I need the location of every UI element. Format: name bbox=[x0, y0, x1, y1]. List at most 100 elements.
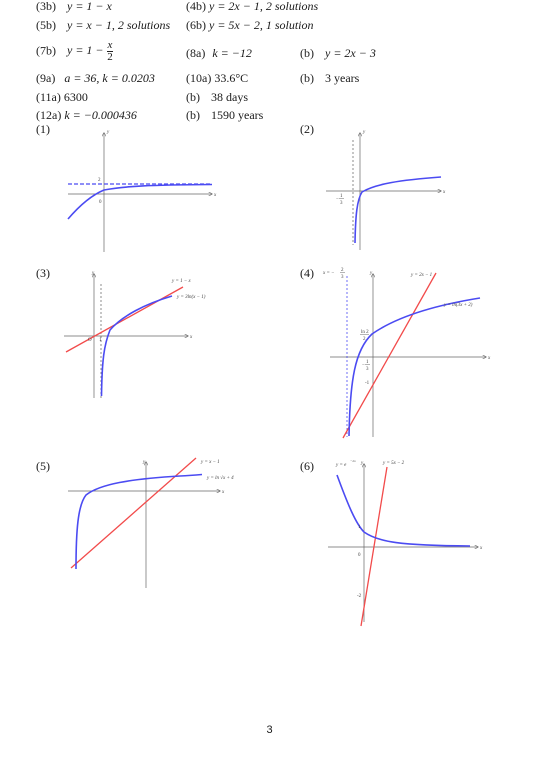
answer-number: (6b) bbox=[186, 18, 206, 32]
answer-12b: (b) 1590 years bbox=[186, 108, 263, 122]
origin-label: 0 bbox=[99, 200, 102, 205]
answer-number: (3b) bbox=[36, 0, 56, 13]
tick-label-1: 1 bbox=[99, 338, 102, 343]
line bbox=[342, 272, 437, 439]
y-axis-label: y bbox=[360, 461, 364, 466]
answer-4b: (4b) y = 2x − 1, 2 solutions bbox=[186, 0, 318, 13]
y-axis-label: y bbox=[106, 130, 110, 135]
answer-12a: (12a) k = −0.000436 bbox=[36, 108, 137, 122]
answer-number: (b) bbox=[300, 46, 314, 60]
answer-text: y = 2x − 1, 2 solutions bbox=[209, 0, 319, 13]
curve bbox=[67, 183, 213, 220]
y-axis-label: y bbox=[362, 130, 366, 135]
answer-number: (8a) bbox=[186, 46, 206, 60]
x-axis-label: x bbox=[221, 490, 225, 495]
line-label: y = 1 − x bbox=[171, 279, 191, 284]
x-axis-label: x bbox=[442, 190, 446, 195]
answer-text: 33.6°C bbox=[214, 71, 249, 85]
svg-text:x = −: x = − bbox=[322, 271, 334, 276]
tick-label-1: 1 bbox=[358, 525, 361, 530]
svg-text:1: 1 bbox=[366, 360, 369, 365]
origin-label: 0 bbox=[358, 553, 361, 558]
answer-11a: (11a) 6300 bbox=[36, 90, 88, 104]
svg-text:1: 1 bbox=[340, 194, 343, 199]
x-axis-label: x bbox=[487, 356, 491, 361]
answer-3b: (3b) y = 1 − x bbox=[36, 0, 112, 13]
graph-label-2: (2) bbox=[300, 122, 314, 136]
answer-text: 6300 bbox=[63, 90, 88, 104]
svg-text:−2x: −2x bbox=[350, 459, 356, 463]
answer-text: y = 2x − 3 bbox=[325, 46, 376, 60]
answer-9a: (9a) a = 36, k = 0.0203 bbox=[36, 71, 155, 85]
answer-number: (10a) bbox=[186, 71, 212, 85]
tick-label-neg1: -1 bbox=[365, 381, 370, 386]
answer-number: (b) bbox=[300, 71, 314, 85]
answer-text: y = 1 − x bbox=[67, 0, 112, 13]
x-axis-label: x bbox=[479, 546, 483, 551]
curve bbox=[336, 474, 471, 547]
svg-text:3: 3 bbox=[341, 275, 344, 280]
answer-text: 3 years bbox=[325, 71, 360, 85]
answer-11b: (b) 38 days bbox=[186, 90, 248, 104]
line-label: y = 5x − 2 bbox=[382, 461, 405, 466]
asymptote-label: 2 bbox=[98, 178, 101, 183]
svg-text:ln 2: ln 2 bbox=[361, 330, 369, 335]
svg-text:−: − bbox=[362, 363, 365, 368]
answer-text: y = 1 − bbox=[67, 43, 107, 58]
answer-text: k = −0.000436 bbox=[64, 108, 137, 122]
graph-label-3: (3) bbox=[36, 266, 50, 280]
graph-label-5: (5) bbox=[36, 459, 50, 473]
curve bbox=[75, 473, 203, 570]
curve bbox=[100, 295, 173, 397]
answer-6b: (6b) y = 5x − 2, 1 solution bbox=[186, 18, 314, 32]
svg-text:3: 3 bbox=[340, 201, 343, 206]
curve-label: y = ln(3x + 2) bbox=[443, 303, 473, 308]
curve-label: y = ln √x + 4 bbox=[206, 475, 234, 481]
curve-label: y = 3ln(x − 1) bbox=[176, 295, 206, 300]
answer-10a: (10a) 33.6°C bbox=[186, 71, 248, 85]
answer-number: (5b) bbox=[36, 18, 56, 32]
y-axis-label: y bbox=[91, 271, 95, 276]
graph-label-6: (6) bbox=[300, 459, 314, 473]
answer-8a: (8a) k = −12 bbox=[186, 46, 252, 60]
answer-number: (b) bbox=[186, 90, 200, 104]
x-axis-label: x bbox=[213, 193, 217, 198]
y-axis-label: y bbox=[369, 271, 373, 276]
answer-text: y = x − 1, 2 solutions bbox=[67, 18, 171, 32]
answer-number: (7b) bbox=[36, 43, 56, 58]
graph-label-1: (1) bbox=[36, 122, 50, 136]
answer-text: y = 5x − 2, 1 solution bbox=[209, 18, 314, 32]
intercept-label: ln 2 2 bbox=[360, 330, 369, 342]
graph-label-4: (4) bbox=[300, 266, 314, 280]
answer-text: 1590 years bbox=[211, 108, 264, 122]
answer-number: (12a) bbox=[36, 108, 62, 122]
curve bbox=[354, 176, 442, 244]
asymptote-label: − 1 3 bbox=[336, 194, 344, 206]
curve bbox=[348, 297, 481, 437]
answer-text: a = 36, k = 0.0203 bbox=[64, 71, 155, 85]
x-axis-label: x bbox=[189, 335, 193, 340]
answer-text: k = −12 bbox=[212, 46, 252, 60]
y-axis-label: y bbox=[142, 460, 146, 465]
svg-text:−: − bbox=[336, 197, 339, 202]
answer-number: (11a) bbox=[36, 90, 61, 104]
answer-number: (b) bbox=[186, 108, 200, 122]
svg-text:y = e: y = e bbox=[335, 463, 347, 468]
svg-text:3: 3 bbox=[366, 367, 369, 372]
line-label: y = x − 1 bbox=[200, 460, 220, 465]
curve-label: y = e −2x bbox=[335, 459, 356, 468]
answer-number: (4b) bbox=[186, 0, 206, 13]
page-number: 3 bbox=[266, 724, 273, 736]
origin-label: O bbox=[88, 338, 92, 343]
answer-number: (9a) bbox=[36, 71, 56, 85]
answer-10b: (b) 3 years bbox=[300, 71, 359, 85]
answer-8b: (b) y = 2x − 3 bbox=[300, 46, 376, 60]
svg-text:2: 2 bbox=[363, 337, 366, 342]
tick-label-third: − 1 3 bbox=[362, 360, 370, 372]
